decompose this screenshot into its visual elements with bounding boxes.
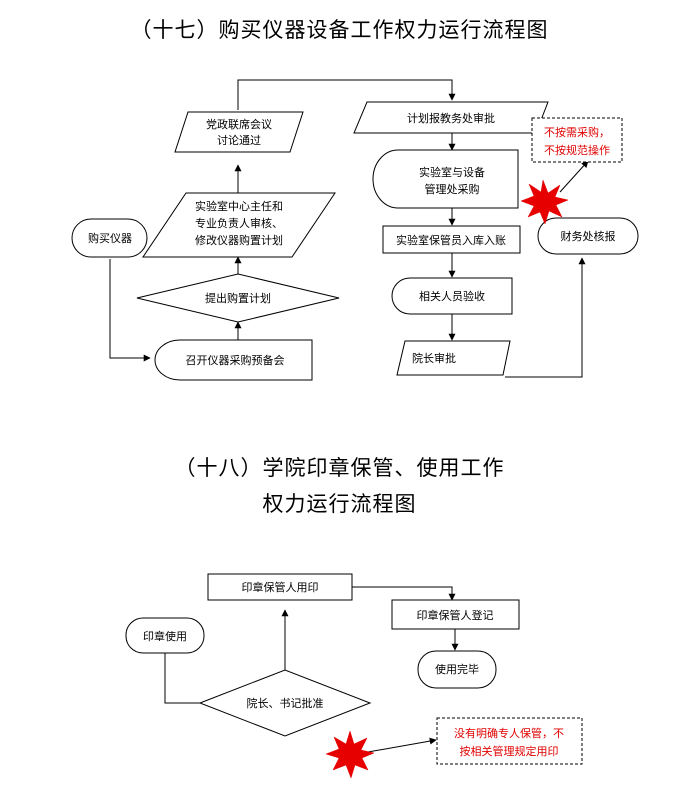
section18-risk-line1: 没有明确专人保管，不: [454, 726, 564, 740]
node-review-plan: 实验室中心主任和 专业负责人审核、 修改仪器购置计划: [142, 192, 336, 258]
section18-connectors: [164, 586, 459, 753]
node-storage-accounting: 实验室保管员入库入账: [382, 225, 521, 254]
node-keeper-stamp: 印章保管人用印: [207, 573, 353, 601]
node-seal-use-label: 印章使用: [143, 629, 187, 643]
node-approve-label: 院长、书记批准: [247, 696, 324, 710]
node-keeper-use-label: 印章保管人用印: [242, 580, 319, 594]
node-meeting-label: 召开仪器采购预备会: [186, 353, 285, 367]
node-storage-label: 实验室保管员入库入账: [396, 233, 506, 247]
node-finance-label: 财务处核报: [561, 229, 616, 243]
section18-title-line2: 权力运行流程图: [262, 492, 417, 516]
risk-burst-icon: [325, 730, 375, 779]
node-buy-instrument: 购买仪器: [71, 218, 148, 258]
section17-connectors: [109, 79, 589, 378]
section17-risk-box: 不按需采购， 不按规范操作: [531, 117, 623, 163]
section18-risk-box: 没有明确专人保管，不 按相关管理规定用印: [436, 717, 583, 765]
section18-title-line1: （十八）学院印章保管、使用工作: [174, 456, 505, 480]
node-equipment-purchase: 实验室与设备 管理处采购: [372, 149, 519, 209]
node-approval-diamond: 院长、书记批准: [198, 669, 372, 737]
node-acceptance-check: 相关人员验收: [391, 277, 513, 315]
section18-risk-line2: 按相关管理规定用印: [460, 744, 559, 758]
node-buy-label: 购买仪器: [88, 231, 132, 245]
node-review-line1: 实验室中心主任和: [195, 199, 283, 213]
node-use-complete: 使用完毕: [417, 650, 497, 689]
node-procurement-meeting: 召开仪器采购预备会: [154, 339, 313, 381]
node-review-line2: 专业负责人审核、: [195, 216, 283, 230]
node-inspect-label: 相关人员验收: [419, 289, 485, 303]
section17-title: （十七）购买仪器设备工作权力运行流程图: [130, 18, 549, 42]
risk-burst-icon: [520, 179, 569, 225]
section17-risk-line1: 不按需采购，: [544, 125, 610, 139]
node-purchase-line1: 实验室与设备: [419, 165, 485, 179]
node-finance-review: 财务处核报: [537, 217, 639, 255]
node-party-line1: 党政联席会议: [206, 117, 272, 131]
node-submit-label: 计划报教务处审批: [407, 111, 495, 125]
node-propose-plan: 提出购置计划: [136, 273, 340, 323]
node-party-line2: 讨论通过: [217, 133, 261, 147]
node-register-label: 印章保管人登记: [417, 608, 494, 622]
node-done-label: 使用完毕: [435, 662, 479, 676]
node-keeper-register: 印章保管人登记: [391, 599, 520, 630]
node-submit-academic-affairs: 计划报教务处审批: [353, 101, 549, 134]
node-president-label: 院长审批: [412, 351, 456, 365]
node-seal-use: 印章使用: [125, 617, 205, 654]
node-purchase-line2: 管理处采购: [425, 182, 480, 196]
node-party-meeting: 党政联席会议 讨论通过: [174, 111, 304, 153]
node-plan-label: 提出购置计划: [205, 291, 271, 305]
node-president-approval: 院长审批: [396, 340, 511, 376]
section17-risk-line2: 不按规范操作: [544, 143, 610, 157]
node-review-line3: 修改仪器购置计划: [195, 233, 283, 247]
